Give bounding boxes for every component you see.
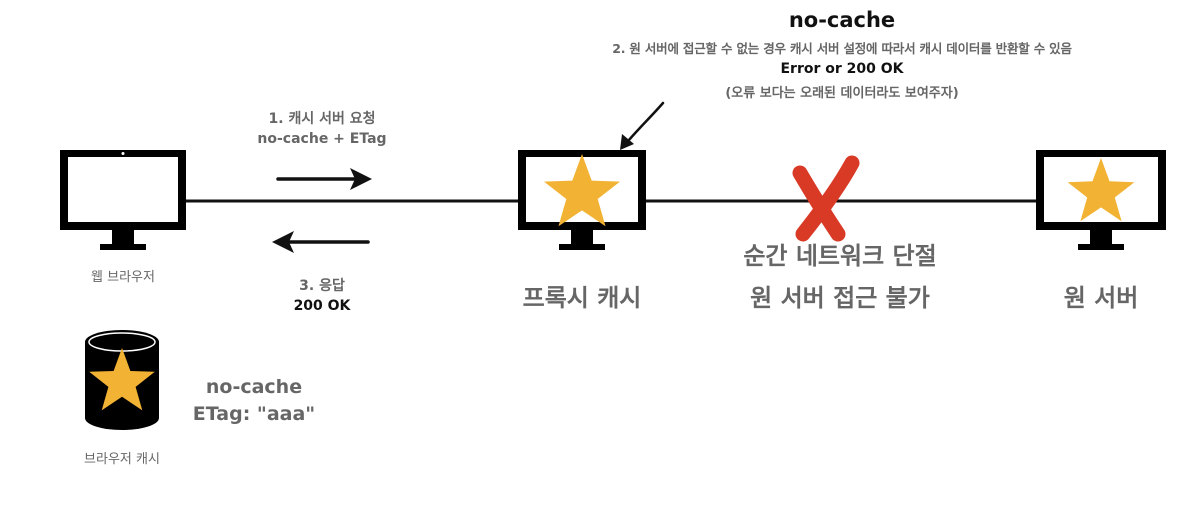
disconnect-label-line-2: 원 서버 접근 불가 bbox=[750, 284, 930, 312]
browser-cache-label: 브라우저 캐시 bbox=[84, 452, 160, 467]
proxy-cache-label: 프록시 캐시 bbox=[522, 284, 642, 312]
note-pointer-arrow-icon bbox=[620, 101, 665, 150]
request-label-line-1: 1. 캐시 서버 요청 bbox=[268, 111, 376, 127]
proxy-star-icon bbox=[544, 154, 620, 227]
response-label-line-1: 3. 응답 bbox=[299, 278, 345, 294]
note-line-1: 2. 원 서버에 접근할 수 없는 경우 캐시 서버 설정에 따라서 캐시 데이… bbox=[612, 41, 1072, 56]
page-title: no-cache bbox=[788, 8, 896, 32]
disconnect-label-line-1: 순간 네트워크 단절 bbox=[743, 242, 937, 270]
note-line-2: Error or 200 OK bbox=[780, 61, 904, 77]
cache-etag-label: ETag: "aaa" bbox=[192, 403, 316, 425]
origin-server-label: 원 서버 bbox=[1063, 284, 1139, 312]
note-line-3: (오류 보다는 오래된 데이터라도 보여주자) bbox=[725, 86, 959, 101]
request-arrow-icon bbox=[276, 168, 372, 190]
response-label-line-2: 200 OK bbox=[293, 298, 351, 314]
browser-label: 웹 브라우저 bbox=[91, 270, 155, 285]
response-arrow-icon bbox=[272, 231, 370, 253]
request-label-line-2: no-cache + ETag bbox=[257, 131, 387, 147]
browser-monitor-icon bbox=[60, 150, 186, 250]
disconnect-x-icon bbox=[792, 155, 860, 242]
cache-directive-label: no-cache bbox=[205, 376, 303, 398]
browser-cache-star-icon bbox=[89, 348, 155, 411]
origin-star-icon bbox=[1067, 158, 1135, 222]
